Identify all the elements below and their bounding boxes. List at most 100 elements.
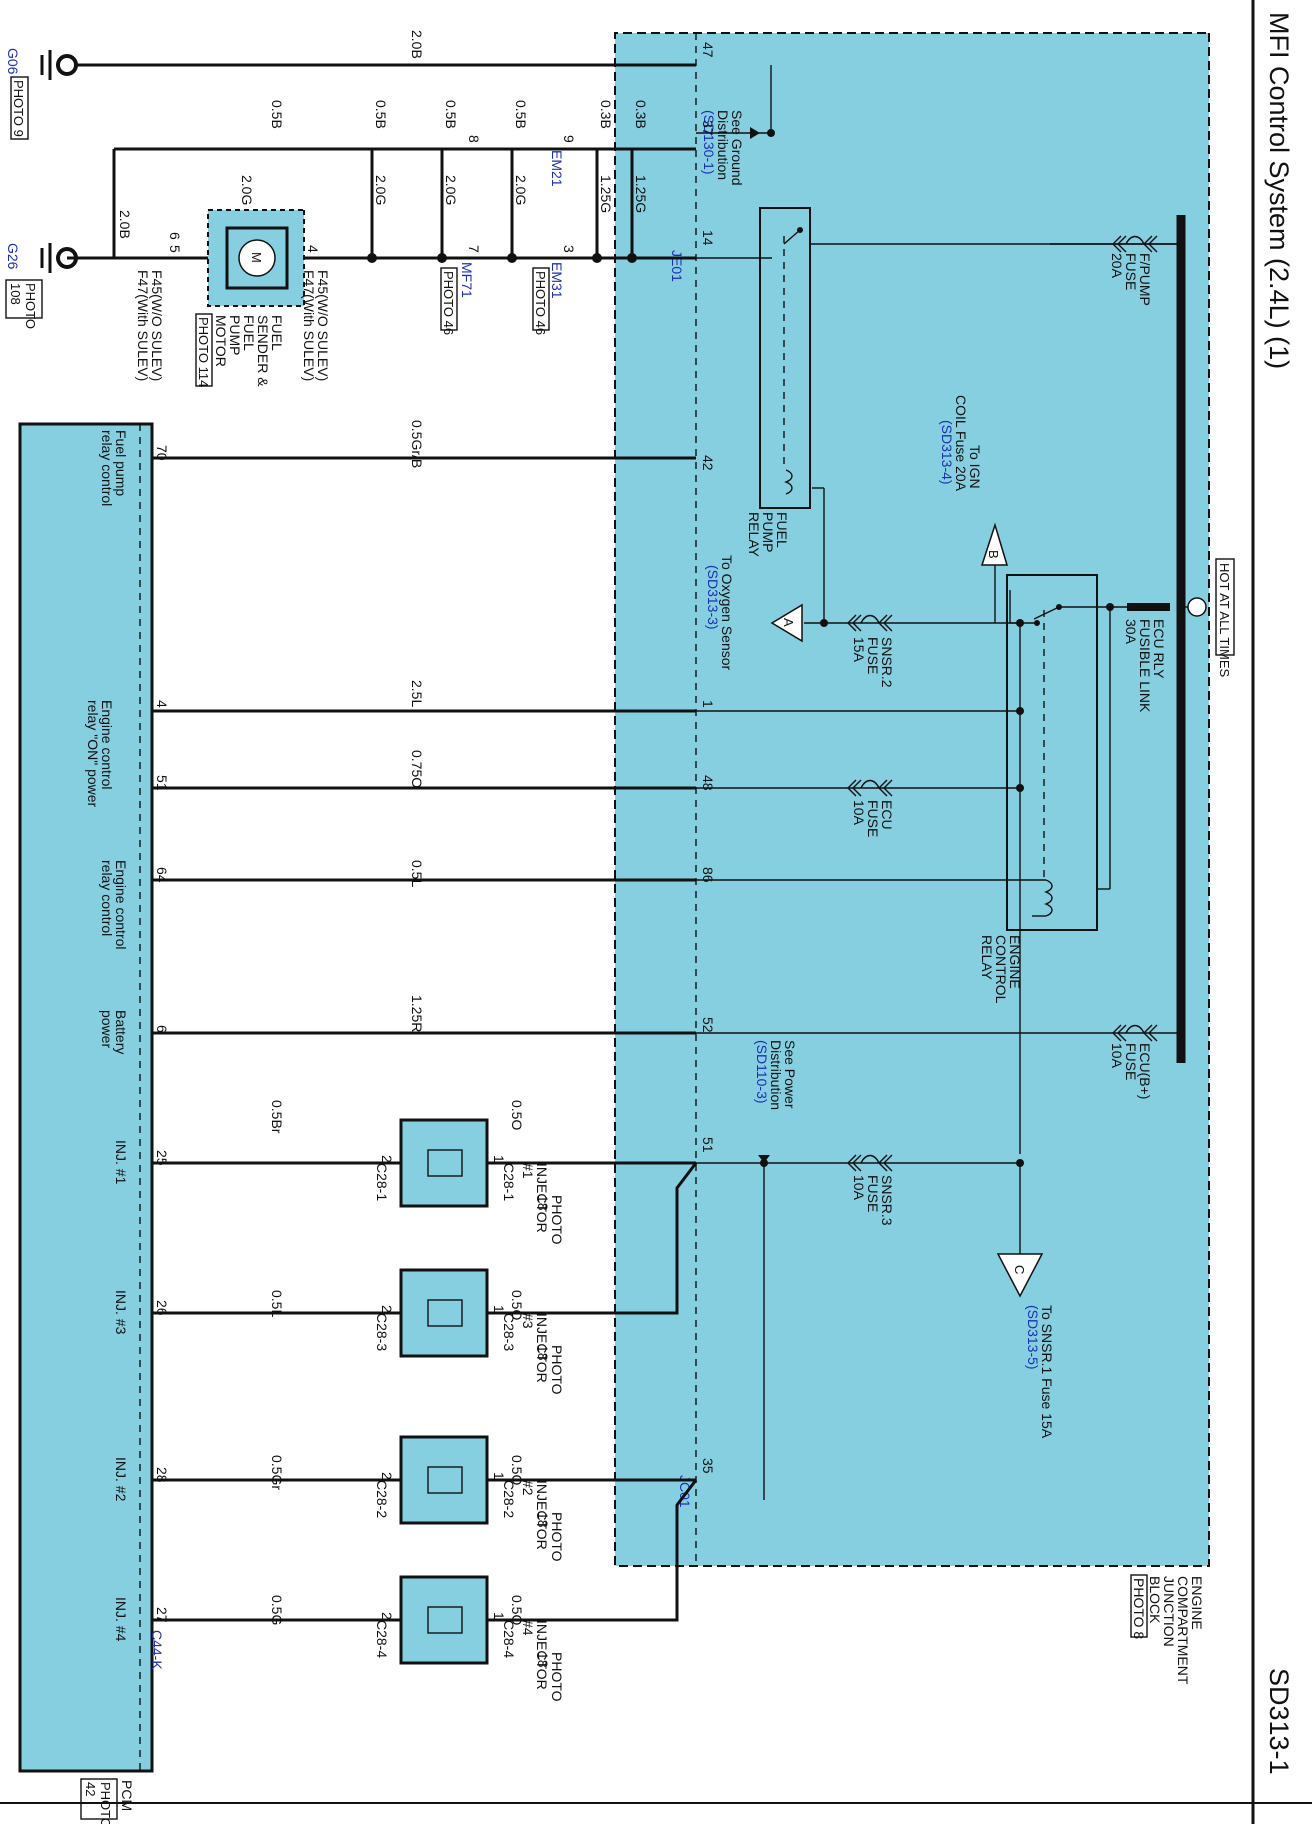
svg-text:C28-1[interactable]: C28-1 — [501, 1163, 517, 1201]
svg-text:ECU(B+): ECU(B+) — [1137, 1043, 1153, 1099]
svg-text:0.5B: 0.5B — [443, 100, 459, 129]
snsr2-fuse-icon — [847, 614, 893, 632]
svg-text:9: 9 — [561, 135, 577, 143]
svg-text:PUMP: PUMP — [760, 512, 776, 552]
svg-text:MOTOR: MOTOR — [213, 315, 229, 367]
fuel-pump-connectors[interactable]: F45(W/O SULEV) F47(With SULEV) F45(W/O S… — [135, 270, 331, 381]
engine-control-relay — [1006, 574, 1098, 931]
svg-text:(SD110-3)[interactable]: (SD110-3) — [754, 1040, 770, 1104]
svg-text:ENGINE: ENGINE — [1007, 935, 1023, 989]
engine-relay-contact — [1033, 606, 1060, 620]
svg-text:18: 18 — [535, 1652, 551, 1668]
ign-coil-reference-label: To IGN COIL Fuse 20A (SD313-4) — [939, 395, 983, 492]
svg-text:(SD313-5)[interactable]: (SD313-5) — [1025, 1305, 1041, 1370]
svg-text:2.5L: 2.5L — [409, 680, 425, 707]
svg-text:15A: 15A — [851, 637, 867, 663]
snsr3-fuse-icon — [847, 1154, 893, 1172]
oxygen-sensor-reference-tag — [770, 603, 803, 643]
snsr1-reference-label: To SNSR.1 Fuse 15A (SD313-5) — [1025, 1305, 1055, 1439]
svg-text:10A: 10A — [851, 800, 867, 826]
svg-text:(SD313-3)[interactable]: (SD313-3) — [705, 565, 721, 630]
svg-text:RELAY: RELAY — [746, 512, 762, 558]
svg-text:COIL Fuse 20A: COIL Fuse 20A — [953, 395, 969, 492]
connector-em21[interactable]: EM21 — [549, 150, 565, 187]
fpump-fuse-label: F/PUMP FUSE 20A — [1109, 253, 1153, 306]
svg-text:C28-4[interactable]: C28-4 — [374, 1620, 390, 1658]
svg-text:26: 26 — [154, 1300, 170, 1316]
svg-text:FUEL: FUEL — [774, 512, 790, 548]
injector-1-coil-icon — [427, 1149, 463, 1177]
junction-block-pins: 47 37 14 42 1 48 86 52 51 35 — [700, 42, 716, 1474]
hot-at-all-times-label: HOT AT ALL TIMES — [1217, 563, 1232, 677]
injector-3-box — [399, 1268, 489, 1358]
power-distribution-arrow-icon — [758, 1155, 770, 1163]
svg-text:C: C — [1012, 1265, 1027, 1274]
svg-text:0.5L: 0.5L — [409, 860, 425, 887]
svg-text:1: 1 — [700, 700, 716, 708]
connector-em31[interactable]: EM31 — [549, 262, 565, 299]
injector-connectors[interactable]: C28-1 C28-1 C28-3 C28-3 C28-2 C28-2 C28-… — [374, 1163, 517, 1658]
svg-text:0.3B: 0.3B — [598, 100, 614, 129]
svg-text:C28-3[interactable]: C28-3 — [374, 1313, 390, 1351]
svg-text:C28-2[interactable]: C28-2 — [374, 1480, 390, 1518]
svg-text:0.5Br: 0.5Br — [269, 1100, 285, 1134]
svg-text:Engine control: Engine control — [99, 700, 115, 790]
svg-text:Distribution: Distribution — [715, 110, 731, 180]
svg-text:(SD130-1)[interactable]: (SD130-1) — [701, 110, 717, 175]
svg-text:C28-4[interactable]: C28-4 — [501, 1620, 517, 1658]
svg-text:35: 35 — [700, 1458, 716, 1474]
connector-je01[interactable]: JE01 — [669, 250, 685, 282]
svg-text:0.5Gr: 0.5Gr — [269, 1455, 285, 1490]
injector-labels: 0.5O 0.5Br 0.5O 0.5L 0.5O 0.5Gr 0.5O 0.5… — [269, 1100, 565, 1702]
ground-g06-id[interactable]: G06 — [5, 48, 21, 75]
svg-text:INJ. #2: INJ. #2 — [113, 1457, 129, 1502]
pcm-connector[interactable]: C44-K — [149, 1630, 165, 1670]
svg-text:M: M — [249, 252, 264, 263]
svg-text:2: 2 — [379, 1305, 395, 1313]
svg-text:C28-3[interactable]: C28-3 — [501, 1313, 517, 1351]
connector-mf71[interactable]: MF71 — [459, 262, 475, 298]
ground-g26-id[interactable]: G26 — [5, 243, 21, 270]
ground-distribution-reference-label: See Ground Distribution (SD130-1) — [701, 110, 745, 186]
svg-text:power: power — [99, 1010, 115, 1048]
svg-text:F47(With SULEV)[interactable]: F47(With SULEV) — [135, 270, 151, 381]
ground-g06-photo-box — [10, 76, 29, 140]
svg-text:30A: 30A — [1123, 619, 1139, 645]
svg-text:F45(W/O SULEV)[interactable]: F45(W/O SULEV) — [149, 270, 165, 381]
svg-text:0.5B: 0.5B — [373, 100, 389, 129]
injector-4-coil-icon — [427, 1606, 463, 1634]
svg-text:SNSR.2: SNSR.2 — [879, 637, 895, 688]
fusible-link-label: ECU RLY FUSIBLE LINK 30A — [1123, 619, 1167, 713]
svg-text:42: 42 — [83, 1782, 98, 1796]
svg-text:C28-2[interactable]: C28-2 — [501, 1480, 517, 1518]
svg-text:1: 1 — [491, 1155, 507, 1163]
svg-text:FUSE: FUSE — [1123, 1043, 1139, 1080]
svg-text:FUSE: FUSE — [865, 800, 881, 837]
svg-text:INJECTOR: INJECTOR — [534, 1163, 550, 1233]
fuel-pump-photo-box — [195, 313, 213, 387]
svg-text:#2: #2 — [520, 1480, 536, 1496]
svg-text:F47(With SULEV)[interactable]: F47(With SULEV) — [301, 270, 317, 381]
hot-at-all-times-box — [1215, 558, 1235, 656]
engine-relay-coil-icon — [1044, 879, 1053, 917]
svg-text:FUSE: FUSE — [1123, 253, 1139, 290]
svg-text:PHOTO: PHOTO — [549, 1345, 565, 1395]
svg-text:F45(W/O SULEV)[interactable]: F45(W/O SULEV) — [315, 270, 331, 381]
svg-text:PUMP: PUMP — [227, 315, 243, 355]
svg-text:FUEL: FUEL — [241, 315, 257, 351]
svg-text:SNSR.3: SNSR.3 — [879, 1175, 895, 1226]
svg-text:Engine control: Engine control — [113, 860, 129, 950]
svg-text:INJ. #3: INJ. #3 — [113, 1290, 129, 1335]
injector-1-box — [399, 1118, 489, 1208]
svg-text:37: 37 — [700, 120, 716, 136]
svg-text:PHOTO 8: PHOTO 8 — [1131, 1578, 1147, 1639]
svg-text:1.25G: 1.25G — [598, 175, 614, 213]
svg-text:To IGN: To IGN — [967, 445, 983, 489]
svg-text:BLOCK: BLOCK — [1147, 1576, 1163, 1624]
svg-text:C28-1[interactable]: C28-1 — [374, 1163, 390, 1201]
injector-supply-wires — [502, 1161, 698, 1622]
svg-text:47: 47 — [700, 42, 716, 58]
svg-text:(SD313-4)[interactable]: (SD313-4) — [939, 420, 955, 485]
